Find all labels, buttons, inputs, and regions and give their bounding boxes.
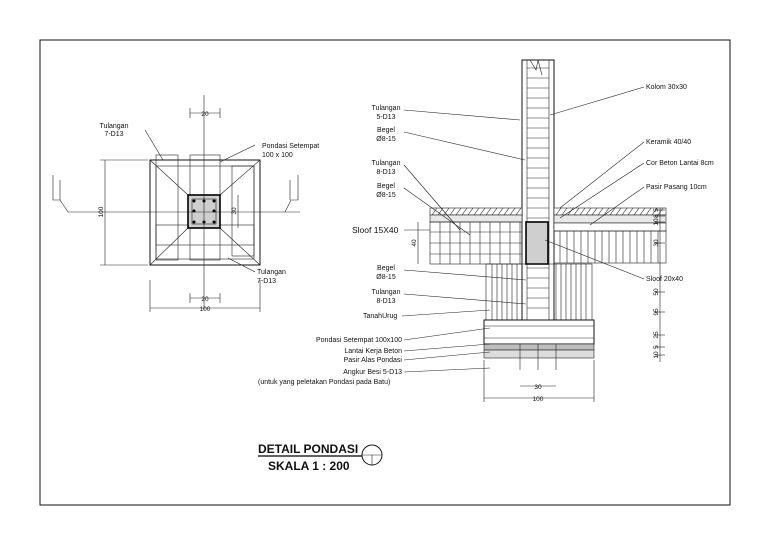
plan-dim-top: 20	[201, 111, 209, 118]
section-left-label: Ø8-15	[376, 136, 396, 143]
section-right-label: Pasir Pasang 10cm	[646, 184, 707, 191]
section-left-label: Begel	[377, 183, 395, 190]
section-right-dim: 5	[653, 345, 660, 349]
section-right-label: Keramik 40/40	[646, 139, 691, 146]
section-left-label: Begel	[377, 127, 395, 134]
section-right-dim: 30	[653, 239, 660, 247]
plan-label-rebar-bottom-2: 7-D13	[257, 278, 276, 285]
plan-dim-right: 30	[231, 207, 238, 215]
section-bottom-label: Angkur Besi 5-D13	[343, 369, 402, 376]
section-right-dim: 10	[653, 218, 660, 226]
plan-label-foundation-1: Pondasi Setempat	[262, 143, 319, 150]
section-right-label: Sloof 20x40	[646, 276, 683, 283]
plan-dim-left: 100	[98, 206, 105, 217]
section-bottom-label: Pasir Alas Pondasi	[344, 357, 403, 364]
plan-outer-square	[149, 159, 261, 266]
section-label-tanah-urug: TanahUrug	[363, 313, 397, 320]
foundation-plan: 20 20 100 100 30 Tulangan 7-D13 Pondasi …	[52, 95, 319, 313]
section-right-dim: 5	[653, 208, 660, 212]
section-left-label: 5-D13	[376, 114, 395, 121]
plan-label-rebar-bottom-1: Tulangan	[257, 269, 286, 276]
section-left-label: 8-D13	[376, 169, 395, 176]
drawing-scale: SKALA 1 : 200	[268, 459, 350, 473]
section-dim-left: 40	[411, 239, 418, 247]
section-left-label: Tulangan	[372, 289, 401, 296]
plan-label-rebar-top-2: 7-D13	[104, 131, 123, 138]
section-bottom-label: Pondasi Setempat 100x100	[316, 337, 402, 344]
section-left-label: Tulangan	[372, 105, 401, 112]
title-block: DETAIL PONDASI SKALA 1 : 200	[258, 442, 383, 473]
section-right-label: Kolom 30x30	[646, 84, 687, 91]
section-left-label: 8-D13	[376, 298, 395, 305]
plan-label-foundation-2: 100 x 100	[262, 152, 293, 159]
section-left-label: Ø8-15	[376, 192, 396, 199]
section-dim-bottom: 100	[533, 396, 544, 403]
section-dim-bottom-small: 30	[534, 384, 542, 391]
section-left-label: Begel	[377, 265, 395, 272]
section-bottom-label: (untuk yang peletakan Pondasi pada Batu)	[258, 379, 390, 386]
section-right-dim: 25	[653, 331, 660, 339]
sheet-border	[39, 39, 731, 506]
section-left-label: Ø8-15	[376, 274, 396, 281]
plan-label-rebar-top-1: Tulangan	[100, 123, 129, 130]
plan-dim-bottom: 100	[200, 306, 211, 313]
section-right-dim: 10	[653, 351, 660, 359]
section-label-sloof-left: Sloof 15X40	[352, 225, 399, 235]
drawing-title: DETAIL PONDASI	[258, 442, 358, 456]
section-right-label: Cor Beton Lantai 8cm	[646, 160, 714, 167]
plan-dim-bottom-small: 20	[201, 296, 209, 303]
section-right-dim: 50	[653, 288, 660, 296]
section-bottom-label: Lantai Kerja Beton	[344, 348, 402, 355]
section-left-label: Tulangan	[372, 160, 401, 167]
section-right-dim: 95	[653, 308, 660, 316]
section-right-dim: 8	[653, 214, 660, 218]
